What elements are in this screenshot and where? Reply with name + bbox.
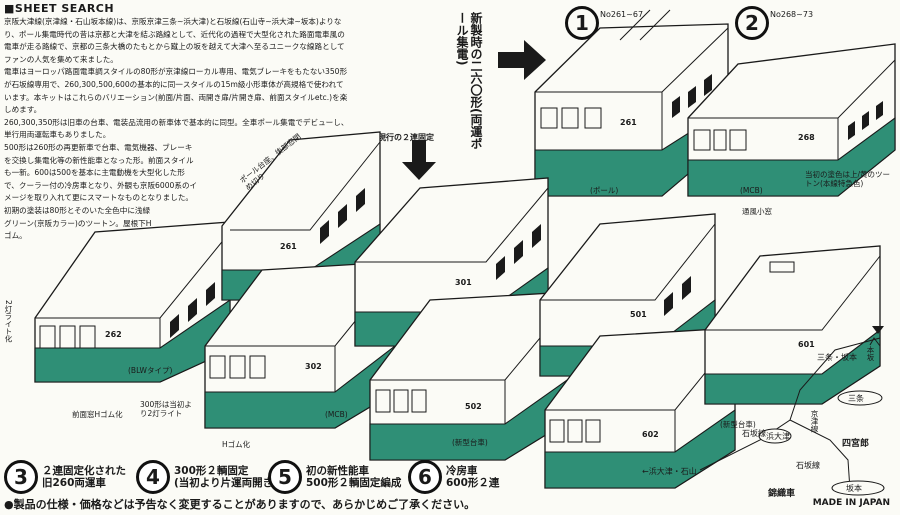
- legend-3-line1: ２連固定化された: [42, 465, 126, 477]
- car-number-501: 501: [630, 310, 647, 319]
- legend-5-line2: 500形２輌固定編成: [306, 477, 402, 489]
- legend-item-4: 4 300形２輌固定(当初より片運両開き): [136, 458, 278, 496]
- car-number-602: 602: [642, 430, 659, 439]
- legend-6-line2: 600形２連: [446, 477, 500, 489]
- car-number-262: 262: [105, 330, 122, 339]
- label-current-2car: 現行の２連固定: [378, 133, 434, 142]
- label-front-window: 前面窓Hゴム化: [72, 410, 123, 419]
- label-no261: No261~67: [600, 10, 644, 19]
- car-number-261: 261: [620, 118, 637, 127]
- legend-6-line1: 冷房車: [446, 465, 478, 477]
- car-302-illustration: [204, 261, 396, 429]
- label-two-lights: 2灯ライト化: [4, 300, 13, 343]
- map-sakamoto: 坂本: [846, 484, 862, 493]
- label-headlight: 300形は当初より2灯ライト: [140, 400, 192, 418]
- paragraph-2: 電車はヨーロッパ路面電車調スタイルの80形が京津線ローカル専用、電気ブレーキをも…: [4, 67, 348, 115]
- label-blw: (BLWタイプ): [128, 366, 173, 375]
- label-newbogie-502: (新型台車): [452, 438, 488, 447]
- map-hamaotsu-ishiyama: ←浜大津・石山: [642, 467, 697, 476]
- car-601-illustration: [704, 245, 881, 405]
- description-text: 京阪大津線(京津線・石山坂本線)は、京阪京津三条~浜大津)と石坂線(石山寺~浜大…: [4, 16, 349, 243]
- paragraph-5: 初期の塗装は80形とそのいた全色中に浅緑グリーン(京阪カラー)のツートン。屋根下…: [4, 205, 152, 241]
- car-262-illustration: [34, 221, 231, 383]
- map-sakamoto-n: 本坂: [866, 346, 875, 361]
- map-hamaotsu: 浜大津: [766, 432, 790, 441]
- car-502-illustration: [369, 291, 571, 461]
- label-h-rubber: Hゴム化: [222, 440, 251, 449]
- circled-number-1: 1: [565, 6, 599, 40]
- label-vent-window: 通風小窓: [742, 207, 772, 216]
- paragraph-4: 500形は260形の再更新車で台車、電気機器、ブレーキを交換し集電化等の新性能車…: [4, 142, 198, 203]
- map-shinomiya: 四宮郎: [842, 439, 870, 449]
- route-map: [699, 326, 885, 496]
- legend-number-6: 6: [408, 460, 442, 494]
- map-nishiki: 錦織車: [768, 489, 796, 499]
- map-sanjo: 三条: [848, 394, 864, 403]
- legend-number-3: 3: [4, 460, 38, 494]
- car-number-261b: 261: [280, 242, 297, 251]
- car-number-301: 301: [455, 278, 472, 287]
- map-ishizaka-line: 石坂線: [796, 461, 820, 470]
- map-keishin: 京津線: [810, 410, 819, 433]
- label-original-paint: 当初の塗色は上/黄のツートン(本線特急色): [805, 170, 891, 188]
- footer-note: ●製品の仕様・価格などは予告なく変更することがありますので、あらかじめご了承くだ…: [4, 498, 476, 511]
- arrow-right-icon: [498, 40, 546, 80]
- car-261-illustration: [534, 9, 729, 197]
- car-268-illustration: [687, 43, 896, 197]
- paragraph-3: 260,300,350形は旧車の台車、電装品流用の新車体で基本的に同型。全車ポー…: [4, 117, 349, 140]
- legend-4-line2: (当初より片運両開き): [174, 477, 278, 489]
- label-pole: (ポール): [590, 186, 619, 195]
- circled-number-2: 2: [735, 6, 769, 40]
- north-arrow-icon: [872, 326, 884, 334]
- legend-number-4: 4: [136, 460, 170, 494]
- map-ishiyama: 石坂線: [742, 429, 766, 438]
- arrow-down-icon: [402, 140, 436, 180]
- car-number-302: 302: [305, 362, 322, 371]
- made-in-japan: MADE IN JAPAN: [812, 498, 890, 508]
- legend-number-5: 5: [268, 460, 302, 494]
- legend-item-3: 3 ２連固定化された旧260両運車: [4, 458, 126, 496]
- title-vertical: 新製時の二六〇形(両運ポール集電): [455, 12, 483, 150]
- car-number-502: 502: [465, 402, 482, 411]
- legend-4-line1: 300形２輌固定: [174, 465, 249, 477]
- header-title: ■SHEET SEARCH: [4, 2, 115, 15]
- label-no268: No268~73: [770, 10, 814, 19]
- car-number-268: 268: [798, 133, 815, 142]
- map-sanjo-keage: 三条・坂本: [817, 353, 857, 362]
- car-number-601: 601: [798, 340, 815, 349]
- car-602-illustration: [544, 327, 736, 489]
- legend-5-line1: 初の新性能車: [306, 465, 369, 477]
- label-newbogie-602: (新型台車): [720, 420, 756, 429]
- legend-3-line2: 旧260両運車: [42, 477, 106, 489]
- label-mcb-302: (MCB): [325, 410, 348, 419]
- paragraph-1: 京阪大津線(京津線・石山坂本線)は、京阪京津三条~浜大津)と石坂線(石山寺~浜大…: [4, 17, 345, 64]
- label-mcb-268: (MCB): [740, 186, 763, 195]
